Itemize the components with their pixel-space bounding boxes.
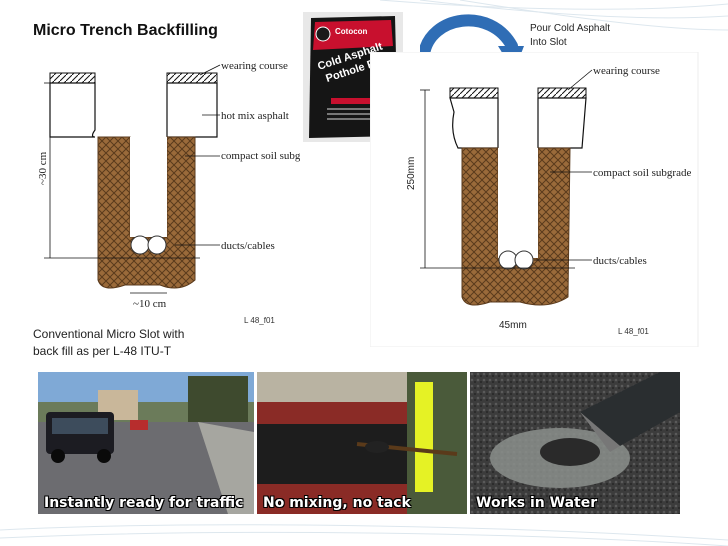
photo-caption-no-mixing: No mixing, no tack (263, 495, 411, 511)
photo-caption-works-in-water: Works in Water (476, 495, 598, 511)
caption-line-2: back fill as per L-48 ITU-T (33, 344, 172, 358)
pour-instruction: Pour Cold Asphalt Into Slot (530, 22, 630, 50)
photo-traffic: Instantly ready for traffic (38, 372, 254, 514)
street-traffic-image (38, 372, 254, 514)
left-depth-label: ~30 cm (37, 151, 49, 185)
left-reference-code: L 48_f01 (244, 316, 275, 325)
right-wearing-course-label: wearing course (593, 65, 660, 77)
right-ducts-label: ducts/cables (593, 255, 647, 267)
slide-title: Micro Trench Backfilling (33, 22, 218, 39)
right-reference-code: L 48_f01 (618, 327, 649, 336)
right-width-label: 45mm (499, 320, 527, 331)
left-hot-mix-label: hot mix asphalt (221, 110, 289, 122)
worker-shoveling-image (257, 372, 467, 514)
asphalt-in-water-image (470, 372, 680, 514)
left-ducts-label: ducts/cables (221, 240, 275, 252)
left-compact-soil-label: compact soil subgrade (221, 150, 300, 162)
photo-caption-traffic: Instantly ready for traffic (44, 495, 244, 511)
right-trench-diagram: wearing course compact soil subgrade duc… (370, 52, 699, 347)
wearing-course-left-left (49, 72, 96, 84)
photo-works-in-water: Works in Water (470, 372, 680, 514)
left-trench-diagram: ~30 cm ~10 cm wearing course hot mix asp… (37, 60, 300, 325)
right-depth-label: 250mm (406, 156, 417, 190)
diagram-caption: Conventional Micro Slot with back fill a… (33, 326, 233, 360)
right-compact-soil-label: compact soil subgrade (593, 167, 691, 179)
left-wearing-course-label: wearing course (221, 60, 288, 72)
wearing-course-left-right (166, 72, 218, 84)
left-width-label: ~10 cm (133, 298, 167, 310)
caption-line-1: Conventional Micro Slot with (33, 327, 185, 341)
bag-brand: Cotocon (335, 27, 368, 36)
photo-no-mixing: No mixing, no tack (257, 372, 467, 514)
pour-line-2: Into Slot (530, 37, 567, 48)
pour-line-1: Pour Cold Asphalt (530, 23, 611, 34)
